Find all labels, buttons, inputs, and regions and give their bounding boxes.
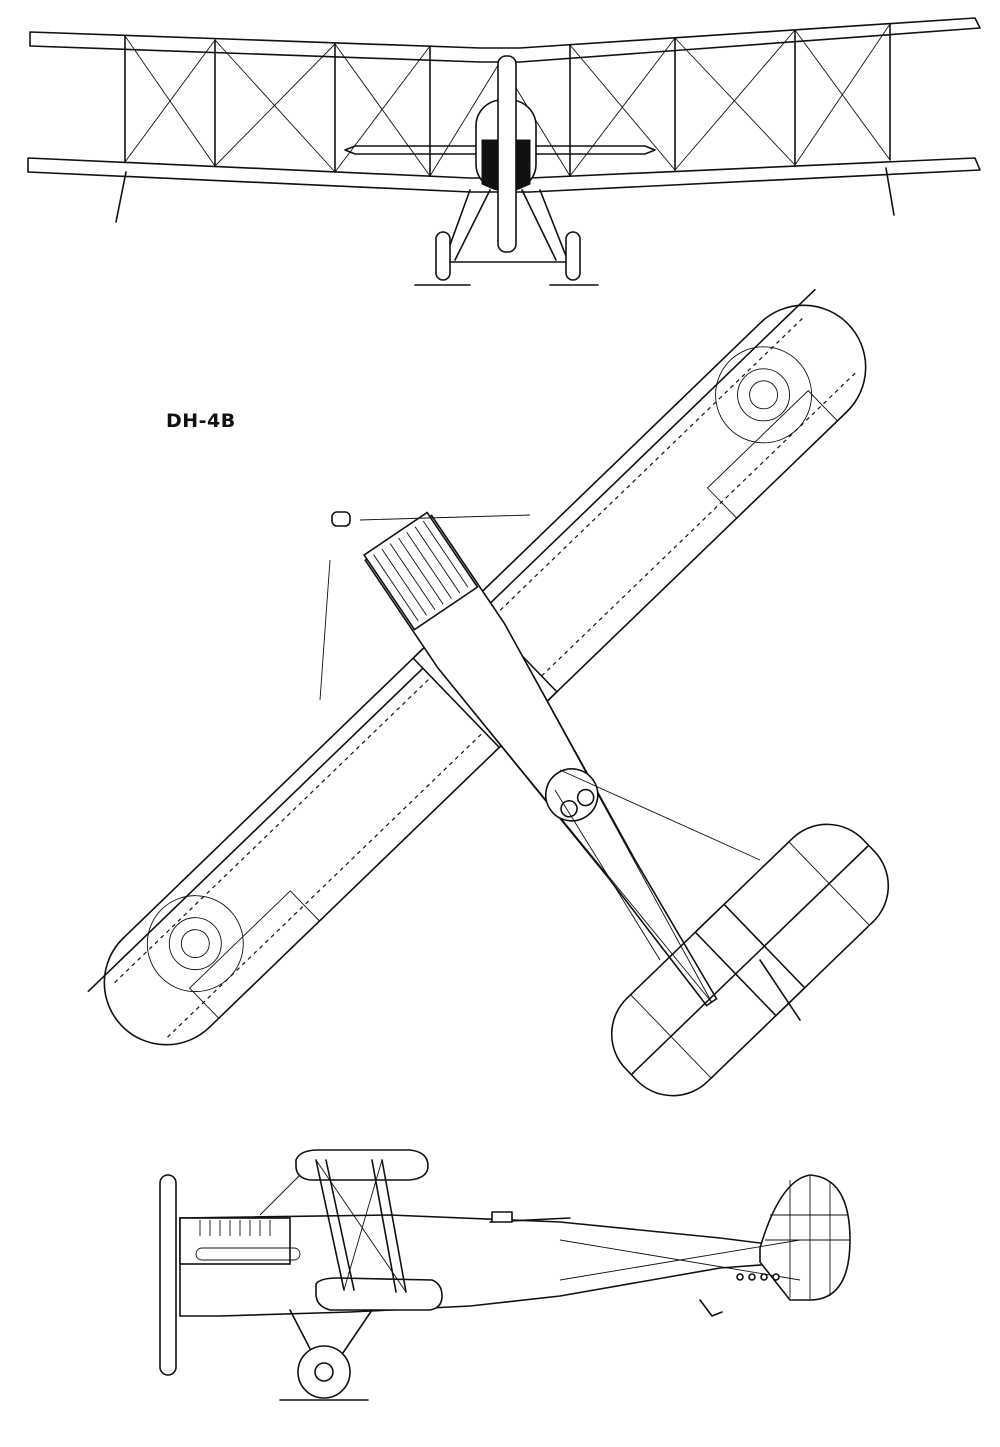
side-tail-fin bbox=[759, 1174, 851, 1301]
plan-propeller-tip bbox=[331, 511, 351, 527]
side-bracing-wires bbox=[259, 1159, 407, 1293]
plan-fuselage bbox=[363, 511, 718, 1007]
side-wheel-hub bbox=[314, 1362, 334, 1382]
plan-bracing-wires bbox=[319, 514, 761, 961]
side-engine-cowling bbox=[179, 1217, 291, 1265]
front-left-skid bbox=[115, 171, 127, 223]
plan-rudder bbox=[759, 959, 801, 1021]
front-interplane-struts bbox=[124, 23, 891, 177]
front-upper-wing bbox=[29, 17, 981, 63]
aircraft-designation: DH-4B bbox=[166, 410, 236, 432]
side-engine-louvres bbox=[199, 1220, 271, 1236]
front-right-wheel bbox=[565, 231, 581, 281]
side-exhaust bbox=[195, 1247, 301, 1261]
plan-tailplane bbox=[610, 823, 890, 1097]
side-lower-wing bbox=[315, 1277, 443, 1311]
side-propeller bbox=[159, 1174, 177, 1376]
side-rear-gun bbox=[489, 1211, 571, 1223]
front-bracing-wires bbox=[124, 23, 891, 177]
front-tailplane bbox=[344, 145, 656, 155]
plan-view bbox=[87, 288, 890, 1097]
side-tail-skid bbox=[699, 1299, 723, 1317]
side-tail-ports bbox=[736, 1273, 780, 1281]
front-propeller bbox=[497, 55, 517, 253]
front-right-skid bbox=[885, 167, 895, 216]
side-tail-bracing bbox=[559, 1239, 801, 1281]
front-view bbox=[27, 17, 981, 286]
front-left-wheel bbox=[435, 231, 451, 281]
side-view bbox=[159, 1149, 851, 1401]
side-upper-wing bbox=[295, 1149, 429, 1181]
